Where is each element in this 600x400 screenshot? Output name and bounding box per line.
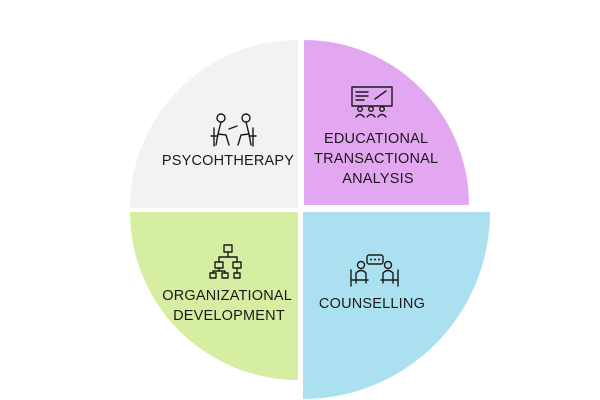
counselling-conversation-icon — [350, 254, 399, 287]
quadrant-educational-ta-label-line-2: TRANSACTIONAL — [314, 151, 438, 167]
quadrant-counselling-label: COUNSELLING — [319, 296, 425, 312]
quadrant-educational-ta: EDUCATIONAL TRANSACTIONAL ANALYSIS — [304, 40, 469, 205]
quadrant-counselling-label-line: COUNSELLING — [319, 296, 425, 312]
quadrant-organizational-development-label-line-2: DEVELOPMENT — [173, 308, 285, 324]
quadrant-educational-ta-label: EDUCATIONAL TRANSACTIONAL ANALYSIS — [314, 131, 442, 187]
quadrant-counselling: COUNSELLING — [303, 212, 490, 399]
quadrant-psychotherapy-label: PSYCOHTHERAPY — [162, 153, 294, 169]
classroom-presentation-icon — [351, 86, 393, 118]
therapy-session-icon — [210, 113, 257, 147]
quadrant-organizational-development-shape — [130, 212, 298, 380]
quadrant-educational-ta-shape — [304, 40, 469, 205]
quadrant-psychotherapy-shape — [130, 40, 298, 208]
org-chart-icon — [209, 244, 242, 279]
quadrant-organizational-development-label: ORGANIZATIONAL DEVELOPMENT — [162, 288, 296, 324]
quadrant-educational-ta-label-line-3: ANALYSIS — [342, 171, 413, 187]
quadrant-educational-ta-label-line-1: EDUCATIONAL — [324, 131, 428, 147]
quadrant-psychotherapy: PSYCOHTHERAPY — [130, 40, 298, 208]
quadrant-psychotherapy-label-line: PSYCOHTHERAPY — [162, 153, 294, 169]
quadrant-organizational-development-label-line-1: ORGANIZATIONAL — [162, 288, 292, 304]
quadrant-organizational-development: ORGANIZATIONAL DEVELOPMENT — [130, 212, 298, 380]
quadrant-counselling-shape — [303, 212, 490, 399]
